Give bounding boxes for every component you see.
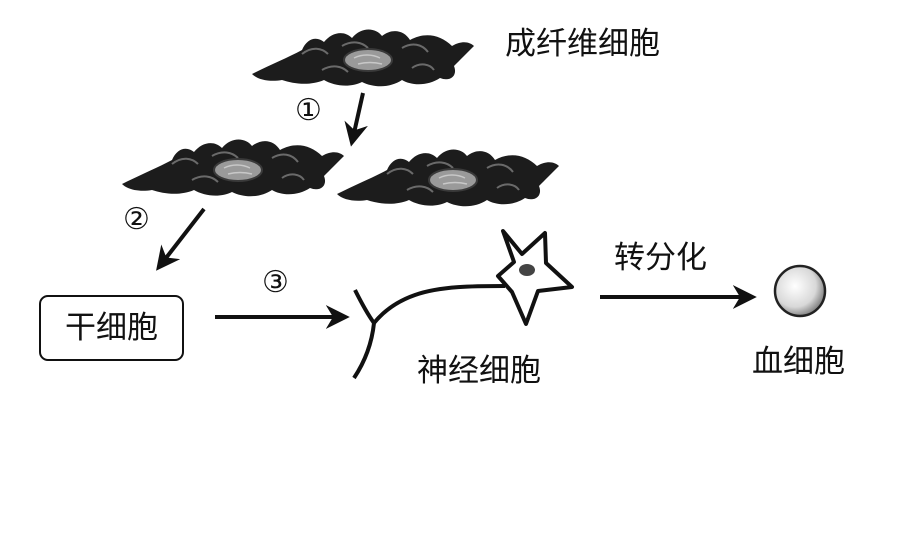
blood-cell xyxy=(773,264,827,318)
step-2-marker: ② xyxy=(123,202,150,237)
stem-cell-box: 干细胞 xyxy=(39,295,184,361)
fibroblast-cell-top xyxy=(251,28,475,88)
arrow-step-2 xyxy=(156,207,206,271)
arrow-step-1 xyxy=(344,92,368,147)
stem-cell-label: 干细胞 xyxy=(65,309,158,346)
fibroblast-label: 成纤维细胞 xyxy=(505,26,660,62)
step-3-marker: ③ xyxy=(262,265,289,300)
neuron-cell xyxy=(352,229,574,380)
transdifferentiation-label: 转分化 xyxy=(614,240,707,276)
fibroblast-cell-right xyxy=(336,148,560,208)
fibroblast-cell-left xyxy=(121,138,345,198)
neuron-label: 神经细胞 xyxy=(417,353,541,389)
blood-cell-label: 血细胞 xyxy=(752,344,845,380)
step-1-marker: ① xyxy=(295,93,322,128)
